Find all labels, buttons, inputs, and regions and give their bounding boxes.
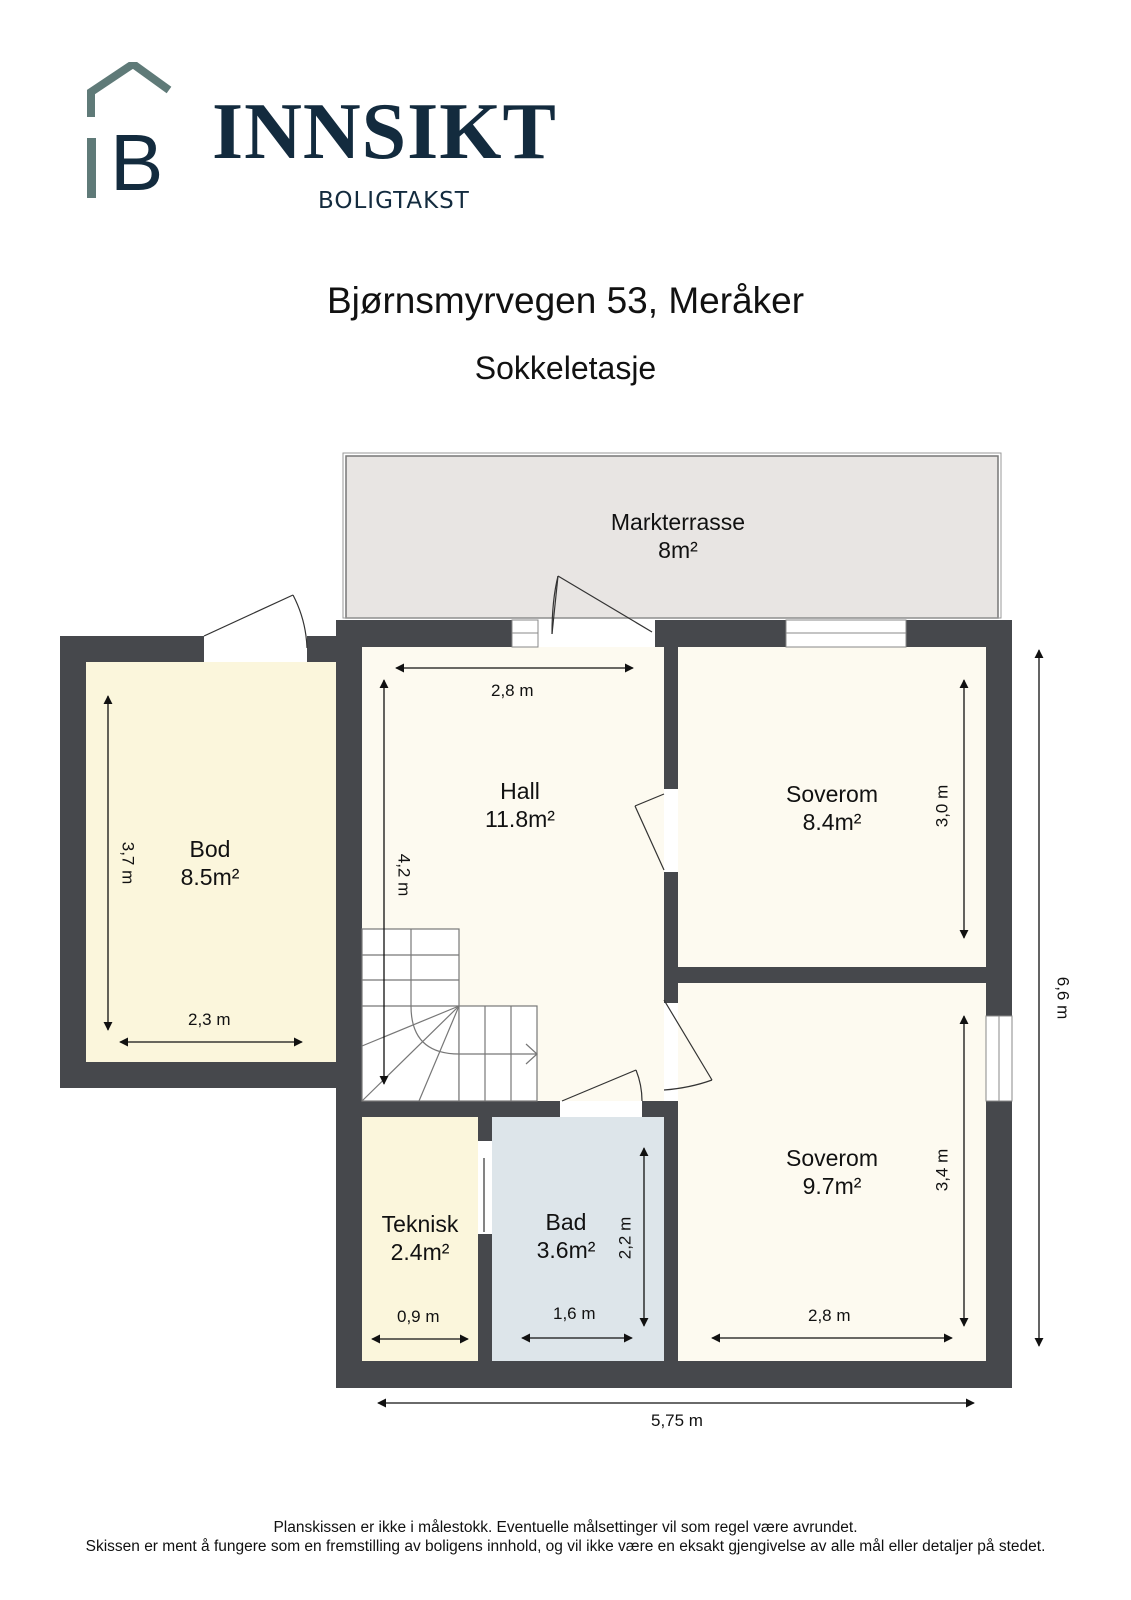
address-title: Bjørnsmyrvegen 53, Meråker (326, 280, 805, 321)
room-area: 8m² (658, 537, 698, 563)
floor-title: Sokkeletasje (474, 350, 657, 386)
room-soverom-2: Soverom 9.7m² (786, 1144, 878, 1200)
room-teknisk: Teknisk 2.4m² (382, 1210, 459, 1266)
dim-bod-height: 3,7 m (118, 841, 138, 885)
room-name: Hall (500, 778, 540, 804)
room-markterrasse: Markterrasse 8m² (611, 508, 745, 564)
house-b-logo-icon: B (87, 62, 172, 207)
disclaimer-line-1: Planskissen er ikke i målestokk. Eventue… (273, 1519, 858, 1536)
room-area: 8.5m² (180, 864, 240, 890)
room-area: 2.4m² (390, 1239, 450, 1265)
room-name: Soverom (785, 781, 879, 807)
room-soverom-1: Soverom 8.4m² (786, 780, 878, 836)
room-name: Markterrasse (610, 509, 746, 535)
brand-tagline: BOLIGTAKST (318, 188, 470, 214)
room-area: 9.7m² (802, 1173, 862, 1199)
dim-hall-width: 2,8 m (491, 681, 534, 700)
dim-bod-width: 2,3 m (188, 1010, 231, 1029)
dim-bad-height: 2,2 m (615, 1216, 635, 1260)
dim-overall-width: 5,75 m (651, 1411, 703, 1430)
dim-bad-width: 1,6 m (553, 1304, 596, 1323)
room-area: 3.6m² (536, 1237, 596, 1263)
room-name: Bad (545, 1209, 587, 1235)
dim-soverom2-height: 3,4 m (932, 1148, 952, 1192)
dim-teknisk-width: 0,9 m (397, 1307, 440, 1326)
room-name: Teknisk (381, 1211, 459, 1237)
room-bod: Bod 8.5m² (181, 835, 240, 891)
brand-name: INNSIKT (212, 88, 557, 176)
room-bad: Bad 3.6m² (537, 1208, 596, 1264)
room-name: Bod (189, 836, 231, 862)
room-area: 11.8m² (485, 806, 555, 832)
room-area: 8.4m² (802, 809, 862, 835)
dim-overall-height: 6,6 m (1053, 976, 1073, 1020)
svg-text:B: B (110, 118, 163, 207)
dim-hall-height: 4,2 m (394, 853, 414, 897)
room-hall: Hall 11.8m² (485, 777, 555, 833)
dim-soverom1-height: 3,0 m (932, 784, 952, 828)
disclaimer: Planskissen er ikke i målestokk. Eventue… (0, 1518, 1131, 1556)
disclaimer-line-2: Skissen er ment å fungere som en fremsti… (85, 1538, 1046, 1555)
dim-soverom2-width: 2,8 m (808, 1306, 851, 1325)
room-name: Soverom (785, 1145, 879, 1171)
